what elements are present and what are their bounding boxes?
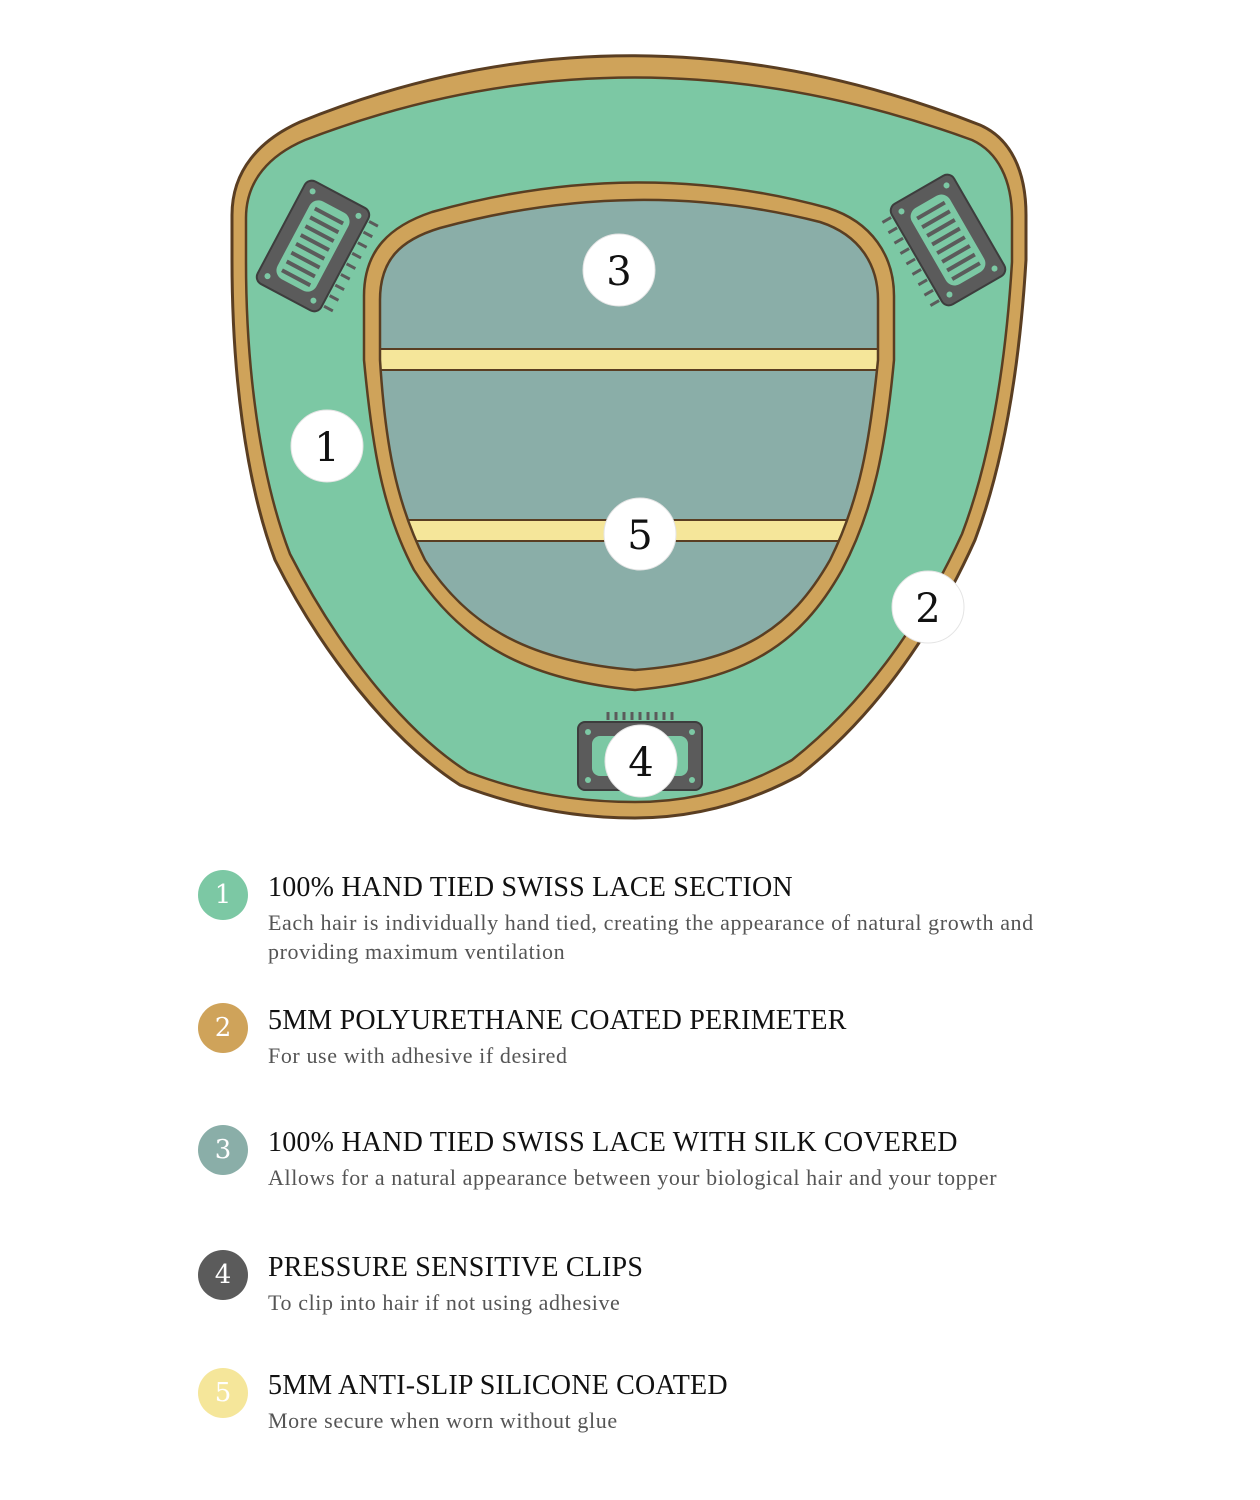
legend-desc-2: For use with adhesive if desired — [268, 1043, 568, 1068]
svg-text:3: 3 — [606, 249, 631, 295]
legend-title-3: 100% HAND TIED SWISS LACE WITH SILK COVE… — [268, 1127, 958, 1158]
legend-item-4: 4 PRESSURE SENSITIVE CLIPS To clip into … — [198, 1250, 1098, 1370]
marker-4: 4 — [604, 724, 678, 798]
legend-item-5: 5 5MM ANTI-SLIP SILICONE COATED More sec… — [198, 1368, 1098, 1488]
clip-left-icon — [255, 179, 379, 313]
legend-dot-4: 4 — [198, 1250, 248, 1300]
legend-dot-1: 1 — [198, 870, 248, 920]
marker-2: 2 — [891, 570, 965, 644]
topper-diagram: 1 2 3 4 5 — [230, 54, 1028, 820]
legend-dot-3: 3 — [198, 1125, 248, 1175]
marker-3: 3 — [582, 233, 656, 307]
legend-title-4: PRESSURE SENSITIVE CLIPS — [268, 1252, 644, 1283]
legend-item-3: 3 100% HAND TIED SWISS LACE WITH SILK CO… — [198, 1125, 1098, 1245]
legend-dot-5: 5 — [198, 1368, 248, 1418]
silicone-strip-top — [380, 348, 878, 371]
silk-covered-section — [380, 199, 878, 670]
legend-dot-2: 2 — [198, 1003, 248, 1053]
legend-desc-3: Allows for a natural appearance between … — [268, 1165, 998, 1190]
svg-text:4: 4 — [628, 740, 653, 786]
legend-title-2: 5MM POLYURETHANE COATED PERIMETER — [268, 1005, 847, 1036]
marker-1: 1 — [290, 409, 364, 483]
svg-text:5: 5 — [627, 513, 652, 559]
marker-5: 5 — [603, 497, 677, 571]
legend-desc-4: To clip into hair if not using adhesive — [268, 1290, 621, 1315]
clip-right-icon — [881, 173, 1007, 307]
legend-desc-5: More secure when worn without glue — [268, 1408, 618, 1433]
legend-title-1: 100% HAND TIED SWISS LACE SECTION — [268, 872, 793, 903]
legend-item-1: 1 100% HAND TIED SWISS LACE SECTION Each… — [198, 870, 1098, 990]
legend-item-2: 2 5MM POLYURETHANE COATED PERIMETER For … — [198, 1003, 1098, 1123]
legend-desc-1: Each hair is individually hand tied, cre… — [268, 910, 1034, 964]
legend-title-5: 5MM ANTI-SLIP SILICONE COATED — [268, 1370, 728, 1401]
svg-text:2: 2 — [915, 586, 940, 632]
svg-text:1: 1 — [314, 425, 339, 471]
